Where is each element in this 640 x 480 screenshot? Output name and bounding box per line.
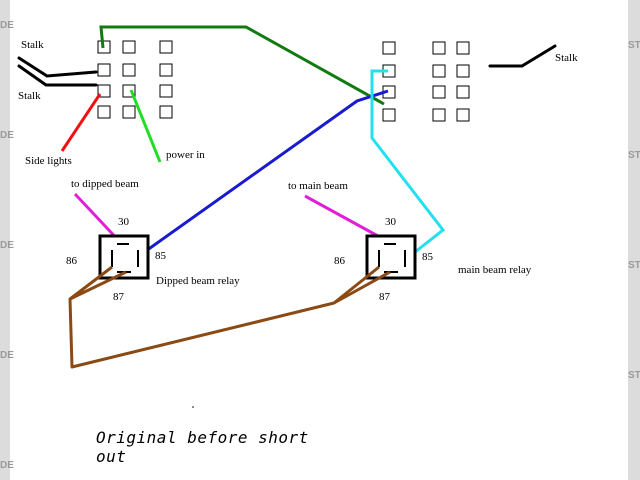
watermark-fragment-left: DE xyxy=(0,240,14,251)
dipped-beam-relay xyxy=(98,234,150,280)
relay1-pin30-label: 30 xyxy=(118,216,129,228)
relay2-pin87-label: 87 xyxy=(379,291,390,303)
dark-green-wire xyxy=(99,25,385,106)
watermark-fragment-right: ST xyxy=(628,150,640,161)
blue-wire xyxy=(135,89,389,260)
main-beam-relay-label: main beam relay xyxy=(458,264,532,276)
left-stalk-wires xyxy=(17,56,98,87)
watermark-fragment-left: DE xyxy=(0,20,14,31)
stray-dot xyxy=(192,406,194,408)
right-connector-block xyxy=(382,41,470,122)
right-edge-strip xyxy=(628,0,640,480)
cyan-wire xyxy=(370,69,446,254)
to-dipped-beam-label: to dipped beam xyxy=(71,178,139,190)
watermark-fragment-right: ST xyxy=(628,40,640,51)
dipped-beam-relay-label: Dipped beam relay xyxy=(156,275,240,287)
caption-line-1: Original before short xyxy=(96,428,309,447)
relay2-pin86-label: 86 xyxy=(334,255,345,267)
power-in-wire xyxy=(129,89,162,163)
relay2-pin85-label: 85 xyxy=(422,251,433,263)
stalk-label-bottom: Stalk xyxy=(18,90,41,102)
side-lights-label: Side lights xyxy=(25,155,72,167)
brown-earth-wires xyxy=(68,265,391,369)
left-edge-strip xyxy=(0,0,10,480)
power-in-label: power in xyxy=(166,149,205,161)
side-lights-wire xyxy=(60,93,102,152)
stalk-label-top: Stalk xyxy=(21,39,44,51)
relay1-pin85-label: 85 xyxy=(155,250,166,262)
watermark-fragment-right: ST xyxy=(628,260,640,271)
relay2-pin30-label: 30 xyxy=(385,216,396,228)
main-beam-feed-wire xyxy=(304,194,388,243)
watermark-fragment-left: DE xyxy=(0,460,14,471)
relay1-pin87-label: 87 xyxy=(113,291,124,303)
caption-line-2: out xyxy=(96,447,127,466)
diagram-caption: Original before short out xyxy=(96,428,309,466)
relay1-pin86-label: 86 xyxy=(66,255,77,267)
left-connector-block xyxy=(97,40,173,119)
stalk-label-right: Stalk xyxy=(555,52,578,64)
to-main-beam-label: to main beam xyxy=(288,180,348,192)
watermark-fragment-right: ST xyxy=(628,370,640,381)
watermark-fragment-left: DE xyxy=(0,130,14,141)
right-stalk-wire xyxy=(488,44,557,68)
watermark-fragment-left: DE xyxy=(0,350,14,361)
